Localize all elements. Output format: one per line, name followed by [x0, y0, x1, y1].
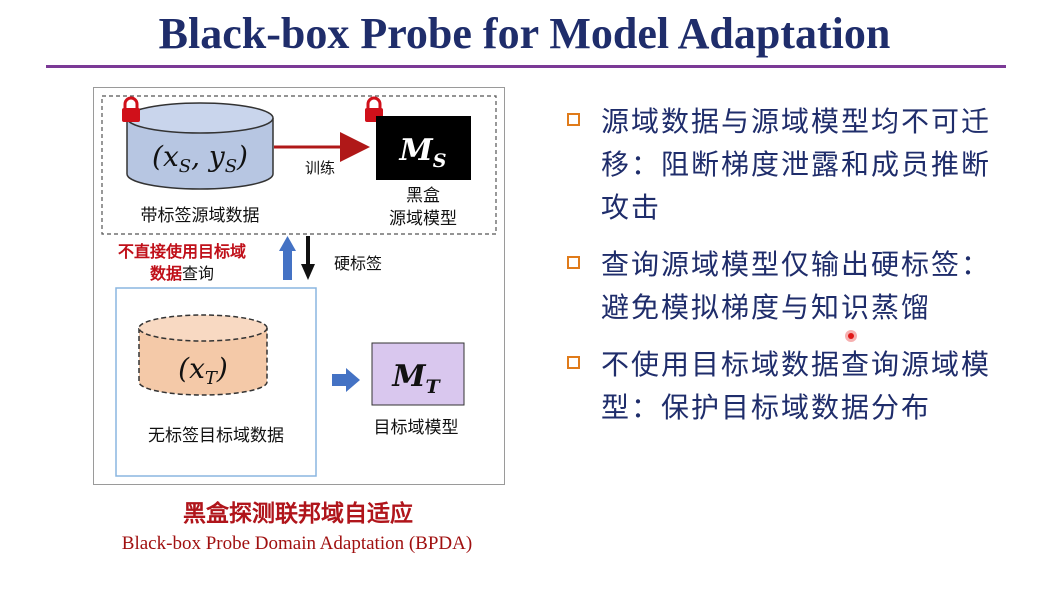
- source-model-label-2: 源域模型: [389, 209, 457, 229]
- source-data-math: (xS, yS): [152, 140, 248, 177]
- lock-icon: [122, 96, 140, 122]
- target-data-label: 无标签目标域数据: [148, 426, 284, 446]
- no-direct-label-1: 不直接使用目标域: [118, 242, 246, 261]
- target-region: [115, 287, 317, 477]
- bullet-text: 不使用目标域数据查询源域模型：保护目标域数据分布: [601, 348, 992, 424]
- train-label: 训练: [305, 159, 335, 177]
- square-bullet-icon: [567, 356, 580, 369]
- bullet-list: 源域数据与源域模型均不可迁移：阻断梯度泄露和成员推断攻击 查询源域模型仅输出硬标…: [565, 100, 1005, 443]
- source-model-box: [376, 116, 471, 180]
- bullet-item: 不使用目标域数据查询源域模型：保护目标域数据分布: [565, 343, 1005, 429]
- target-data-cylinder: [138, 314, 268, 396]
- query-up-arrow: [279, 236, 296, 280]
- figure-caption-en: Black-box Probe Domain Adaptation (BPDA): [121, 533, 473, 554]
- hard-label-down-arrow: [301, 236, 315, 280]
- slide-title: Black-box Probe for Model Adaptation: [158, 9, 891, 58]
- figure-caption-cn: 黑盒探测联邦域自适应: [183, 500, 413, 527]
- source-model-label-1: 黑盒: [406, 186, 440, 206]
- laser-pointer-dot: [845, 330, 857, 342]
- square-bullet-icon: [567, 256, 580, 269]
- source-data-cylinder: [126, 102, 274, 190]
- bullet-text: 查询源域模型仅输出硬标签：避免模拟梯度与知识蒸馏: [601, 248, 992, 324]
- bpda-diagram: (xS, yS) 带标签源域数据 训练 MS 黑盒 源域模型 不直接使用目标域 …: [93, 87, 505, 485]
- bullet-item: 源域数据与源域模型均不可迁移：阻断梯度泄露和成员推断攻击: [565, 100, 1005, 229]
- source-data-label: 带标签源域数据: [141, 206, 260, 226]
- target-model-box: [371, 342, 465, 406]
- hard-label: 硬标签: [334, 254, 382, 273]
- no-direct-label-2: 数据查询: [150, 264, 214, 283]
- source-region: [101, 95, 497, 235]
- target-model-symbol: MT: [391, 359, 441, 398]
- title-divider: [46, 65, 1006, 68]
- target-data-math: (xT): [178, 352, 228, 389]
- square-bullet-icon: [567, 113, 580, 126]
- diagram-canvas: (xS, yS) 带标签源域数据 训练 MS 黑盒 源域模型 不直接使用目标域 …: [101, 95, 497, 477]
- bullet-item: 查询源域模型仅输出硬标签：避免模拟梯度与知识蒸馏: [565, 243, 1005, 329]
- query-label: 查询: [182, 264, 214, 283]
- no-direct-label-2-part: 数据: [150, 264, 182, 283]
- target-model-label: 目标域模型: [374, 418, 459, 438]
- bullet-text: 源域数据与源域模型均不可迁移：阻断梯度泄露和成员推断攻击: [601, 105, 992, 224]
- adapt-right-arrow: [332, 368, 360, 392]
